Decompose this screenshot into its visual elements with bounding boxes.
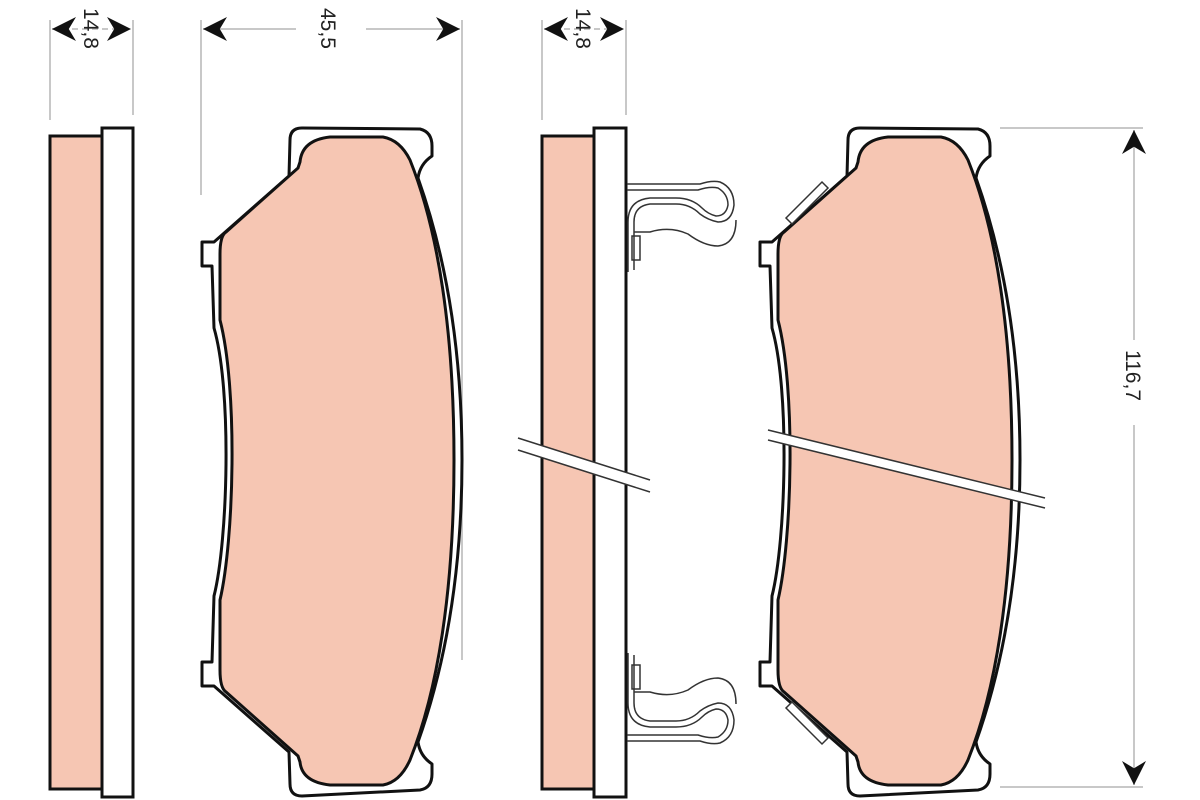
backing-plate [592, 126, 628, 799]
wear-indicator-top [784, 180, 830, 226]
backing-plate [100, 126, 135, 799]
dimension-label-width: 45,5 [316, 8, 339, 49]
wear-indicator-bottom [784, 700, 830, 746]
break-mark [768, 430, 1045, 508]
break-mark [518, 438, 650, 492]
pad-side-view-2 [517, 126, 737, 799]
dimension-label-thickness-left: 14,8 [79, 8, 102, 49]
dimension-label-thickness-right: 14,8 [571, 8, 594, 49]
retaining-clip-bottom [627, 653, 737, 745]
backing-plate-outline [758, 126, 1022, 798]
backing-plate-outline [200, 126, 464, 798]
friction-pad [218, 135, 456, 787]
retaining-clip-top [627, 180, 737, 272]
pad-front-view-2 [758, 126, 1046, 798]
dimension-thickness-left: 14,8 [49, 8, 134, 120]
dimension-height: 116,7 [1000, 127, 1146, 788]
dimension-label-height: 116,7 [1121, 350, 1144, 401]
dimension-thickness-right: 14,8 [541, 8, 627, 120]
pad-front-view-1 [200, 126, 464, 798]
friction-material [48, 134, 104, 791]
pad-side-view-1 [48, 126, 135, 799]
dimension-width: 45,5 [200, 8, 463, 660]
